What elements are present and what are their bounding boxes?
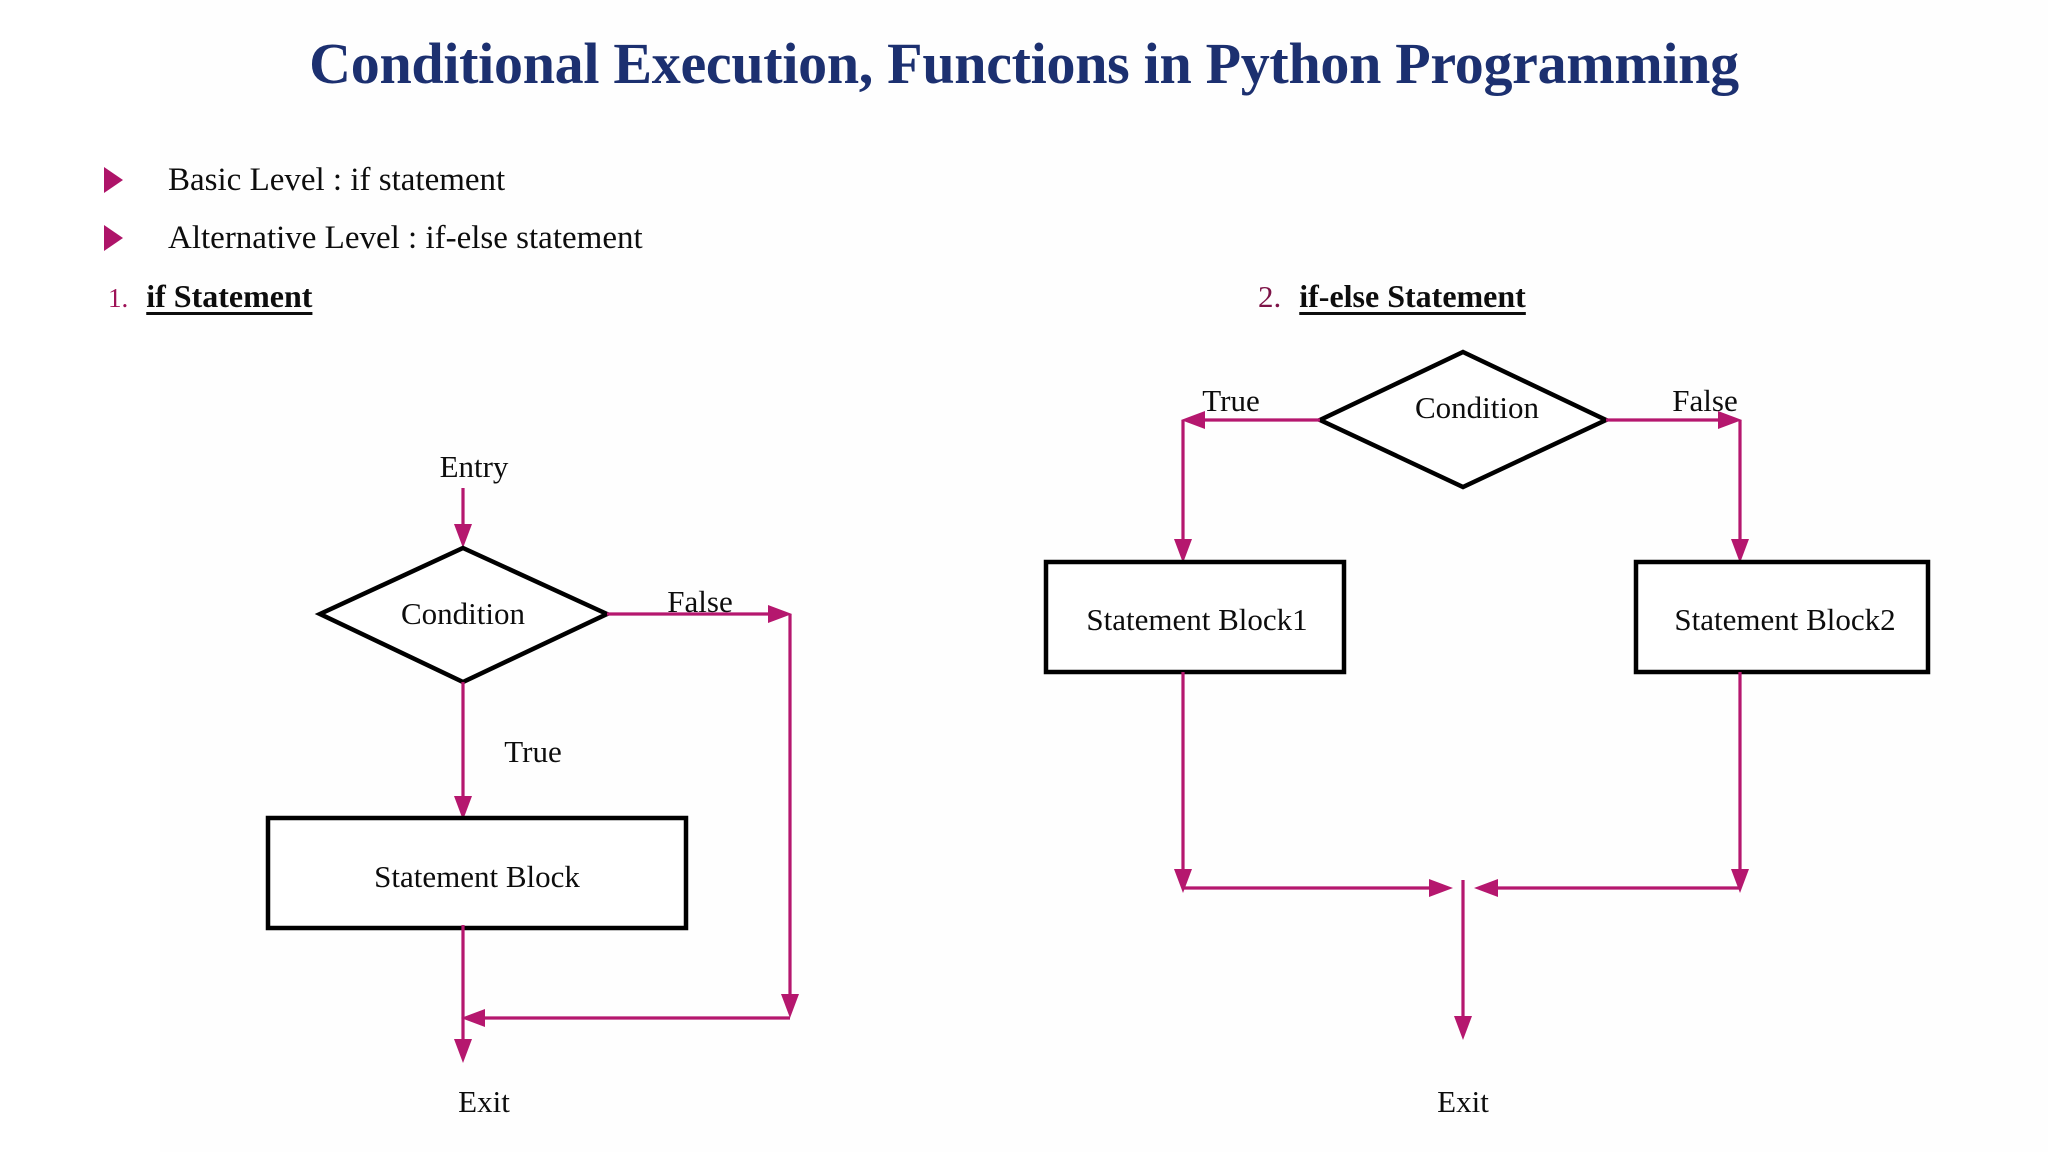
flow-label-true: True: [504, 734, 561, 769]
bullet-item-basic-level: Basic Level : if statement: [104, 160, 505, 200]
flow-label-condition: Condition: [401, 596, 526, 631]
decision-diamond-condition: [1314, 349, 1612, 490]
arrowhead-down-icon: [1174, 539, 1192, 563]
flow-label-false: False: [1672, 383, 1737, 418]
arrowhead-right-icon: [768, 605, 792, 623]
flow-label-statement-block: Statement Block: [374, 859, 580, 894]
process-box-statement-block2: [1633, 559, 1931, 675]
arrowhead-down-icon: [454, 796, 472, 820]
flow-label-statement-block1: Statement Block1: [1086, 602, 1307, 637]
section-heading-if-statement: 1. if Statement: [108, 278, 312, 315]
arrowhead-down-icon: [454, 524, 472, 548]
process-box-statement-block: [265, 815, 689, 931]
arrowhead-right-icon: [1718, 411, 1742, 429]
triangle-bullet-icon: [104, 225, 123, 251]
arrowhead-down-icon: [454, 1039, 472, 1063]
section-number: 1.: [108, 283, 129, 313]
arrowhead-down-icon: [1731, 869, 1749, 893]
flow-label-true: True: [1202, 383, 1259, 418]
arrowhead-right-icon: [1429, 879, 1453, 897]
arrowhead-down-icon: [1174, 869, 1192, 893]
flow-label-exit: Exit: [458, 1084, 510, 1119]
arrowhead-down-icon: [781, 994, 799, 1018]
section-label: if-else Statement: [1299, 278, 1526, 314]
arrowhead-down-icon: [1731, 539, 1749, 563]
triangle-bullet-icon: [104, 167, 123, 193]
bullet-item-label: Basic Level : if statement: [168, 161, 506, 198]
arrowhead-left-icon: [1181, 411, 1205, 429]
flow-label-exit: Exit: [1437, 1084, 1489, 1119]
section-heading-if-else-statement: 2. if-else Statement: [1258, 278, 1526, 315]
section-number: 2.: [1258, 279, 1282, 314]
process-box-statement-block1: [1043, 559, 1347, 675]
arrowhead-left-icon: [1474, 879, 1498, 897]
decision-diamond-condition: [314, 545, 613, 685]
flow-label-entry: Entry: [440, 449, 509, 484]
flow-label-false: False: [667, 584, 732, 619]
section-label: if Statement: [146, 278, 313, 314]
bullet-item-alternative-level: Alternative Level : if-else statement: [104, 218, 643, 258]
flow-label-condition: Condition: [1415, 390, 1540, 425]
page-title: Conditional Execution, Functions in Pyth…: [309, 31, 1739, 96]
arrowhead-left-icon: [461, 1009, 485, 1027]
arrowhead-down-icon: [1454, 1016, 1472, 1040]
bullet-item-label: Alternative Level : if-else statement: [168, 219, 643, 256]
flow-label-statement-block2: Statement Block2: [1674, 602, 1895, 637]
